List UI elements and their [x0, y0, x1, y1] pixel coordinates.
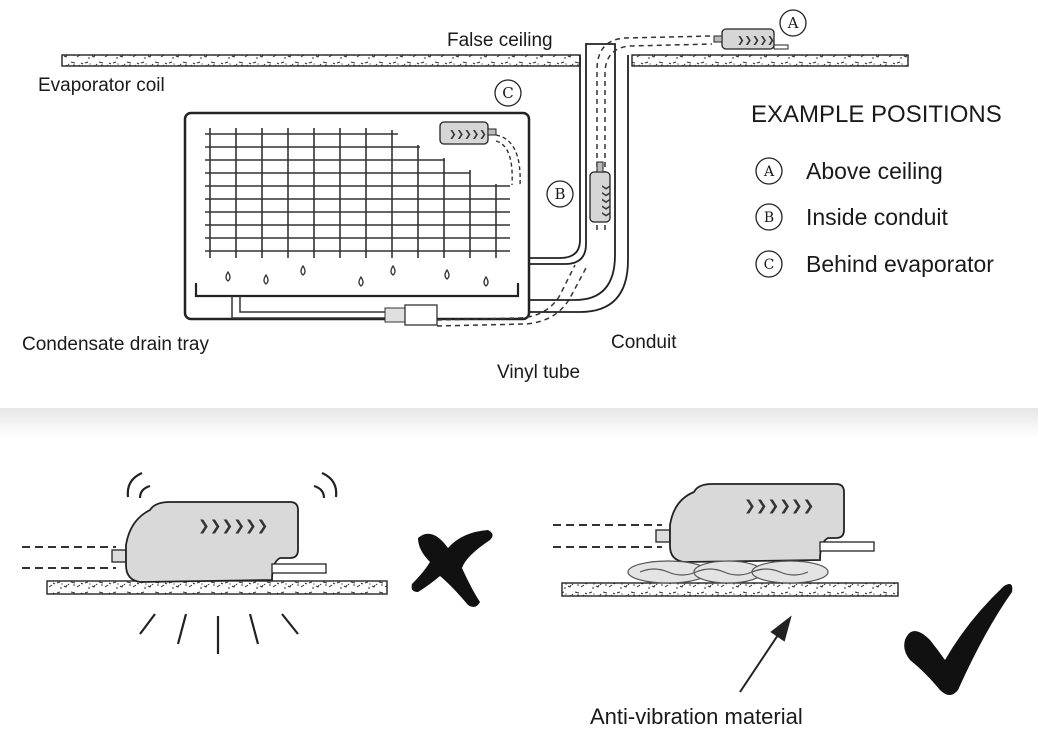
svg-text:C: C — [502, 84, 513, 102]
pump-above-ceiling: ❯❯❯❯❯ — [713, 28, 789, 50]
svg-text:❯❯❯❯❯: ❯❯❯❯❯ — [449, 130, 487, 140]
cross-mark-icon — [411, 530, 493, 607]
conduit-label: Conduit — [611, 332, 677, 353]
correct-installation: ❯❯❯❯❯❯ Anti-vibration material — [553, 483, 1013, 729]
panel-divider — [0, 408, 1038, 438]
legend-item-b: B Inside conduit — [755, 203, 949, 231]
vibrating-pump — [125, 501, 299, 583]
marker-b: B — [546, 180, 574, 208]
svg-text:❯❯❯❯❯❯: ❯❯❯❯❯❯ — [744, 498, 814, 514]
marker-a: A — [779, 9, 807, 37]
svg-text:Above ceiling: Above ceiling — [806, 158, 943, 184]
svg-text:A: A — [763, 164, 775, 180]
incorrect-installation: ❯❯❯❯❯❯ — [22, 471, 493, 654]
svg-text:B: B — [764, 210, 774, 226]
pointer-arrow — [739, 615, 792, 693]
condensate-drops — [225, 264, 489, 287]
false-ceiling-label: False ceiling — [447, 30, 553, 51]
false-ceiling-slab — [61, 54, 909, 67]
discharge-tube — [596, 35, 713, 230]
anti-vibration-label: Anti-vibration material — [590, 704, 803, 729]
vibration-marks — [126, 471, 338, 654]
condensate-drain-tray — [194, 283, 520, 298]
evaporator-housing — [183, 111, 531, 321]
pump-behind-evaporator: ❯❯❯❯❯ — [439, 121, 521, 186]
evaporator-coil-grid — [205, 128, 510, 258]
svg-text:❯❯❯❯❯: ❯❯❯❯❯ — [602, 184, 611, 218]
pump-chevrons: ❯❯❯❯❯ — [737, 36, 775, 46]
marker-c: C — [494, 79, 522, 107]
vinyl-tube-label: Vinyl tube — [497, 362, 580, 383]
svg-text:B: B — [554, 185, 565, 203]
pump-inside-conduit: ❯❯❯❯❯ — [589, 161, 611, 223]
floor-slab-left — [46, 580, 388, 595]
svg-text:❯❯❯❯❯❯: ❯❯❯❯❯❯ — [198, 518, 268, 534]
conduit — [529, 43, 629, 313]
svg-text:C: C — [764, 257, 775, 273]
positions-title: EXAMPLE POSITIONS — [751, 101, 1002, 128]
svg-text:A: A — [787, 14, 799, 32]
check-mark-icon — [904, 584, 1013, 695]
vinyl-tube — [231, 264, 587, 327]
drain-tray-label: Condensate drain tray — [22, 334, 209, 355]
svg-text:Behind evaporator: Behind evaporator — [806, 251, 994, 277]
svg-text:Inside conduit: Inside conduit — [806, 204, 949, 230]
mounted-pump — [669, 483, 845, 563]
legend-item-c: C Behind evaporator — [755, 250, 994, 278]
evaporator-coil-label: Evaporator coil — [38, 75, 165, 96]
anti-vibration-pads — [627, 560, 829, 584]
floor-slab-right — [561, 582, 899, 597]
legend-item-a: A Above ceiling — [755, 157, 943, 185]
